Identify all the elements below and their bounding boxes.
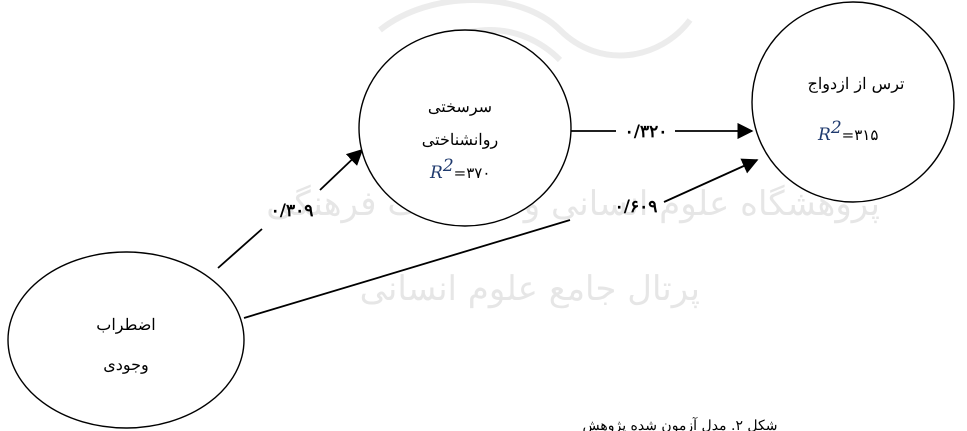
node-psychological-hardiness-r2: R2=۳۷۰ [429, 156, 490, 183]
coef-hardiness-to-fear: ۰/۳۲۰ [625, 122, 668, 142]
node-psychological-hardiness-line1: سرسختی [428, 97, 492, 116]
edge-anxiety-to-fear [243, 219, 571, 319]
edge-anxiety-to-hardiness-upper [319, 148, 364, 191]
node-psychological-hardiness: سرسختی روانشناختی R2=۳۷۰ [358, 29, 572, 227]
node-existential-anxiety-line2: وجودی [103, 355, 149, 374]
edges: ۰/۳۰۹ ۰/۳۲۰ ۰/۶۰۹ [217, 122, 759, 319]
edge-anxiety-to-hardiness-lower [217, 228, 263, 269]
node-existential-anxiety-line1: اضطراب [96, 315, 156, 334]
node-existential-anxiety: اضطراب وجودی [7, 251, 245, 429]
node-fear-of-marriage-line1: ترس از ازدواج [808, 74, 905, 93]
node-fear-of-marriage: ترس از ازدواج R2=۳۱۵ [751, 1, 955, 203]
coef-anxiety-to-hardiness: ۰/۳۰۹ [271, 201, 314, 221]
watermark: پژوهشگاه علوم انسانی و مطالعات فرهنگی پر… [266, 0, 880, 309]
node-fear-of-marriage-r2: R2=۳۱۵ [817, 118, 878, 145]
watermark-line-2: پرتال جامع علوم انسانی [360, 269, 700, 309]
figure-caption: شکل ۲. مدل آزمون شده پژوهش [582, 416, 777, 431]
node-psychological-hardiness-line2: روانشناختی [422, 130, 498, 149]
edge-anxiety-to-fear-arrow [663, 158, 759, 203]
watermark-line-1: پژوهشگاه علوم انسانی و مطالعات فرهنگی [266, 184, 880, 224]
coef-anxiety-to-fear: ۰/۶۰۹ [615, 197, 658, 217]
